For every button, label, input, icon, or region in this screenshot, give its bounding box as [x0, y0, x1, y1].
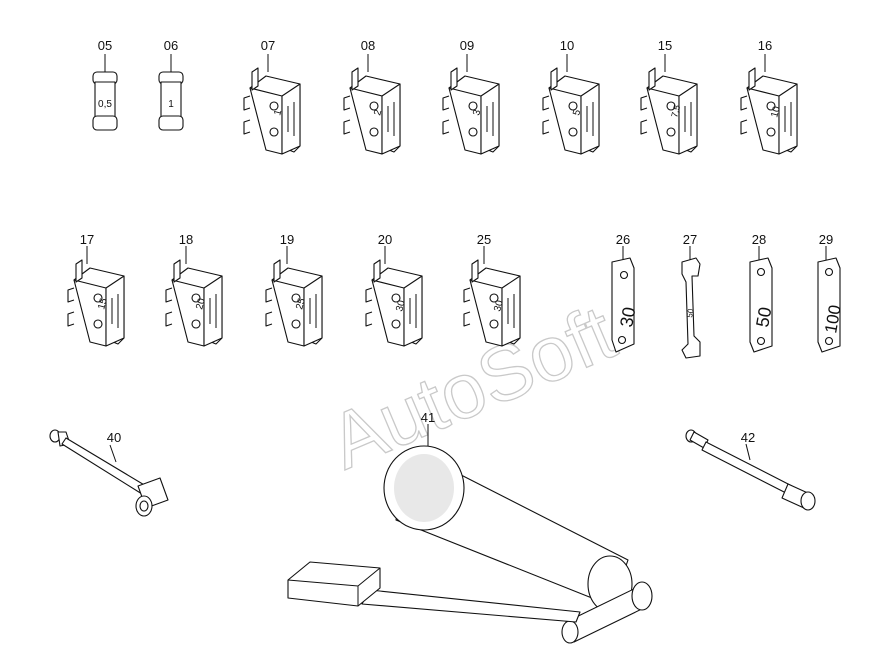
callout-16: 16 — [758, 38, 772, 53]
tool-pedal-edges — [287, 567, 381, 606]
lead-connector-hole — [139, 500, 149, 512]
lead-wire-40[interactable]: 40 — [49, 429, 169, 517]
strip-fuse-body — [817, 257, 841, 353]
mounting-hole — [617, 335, 627, 345]
blade-fuse-drawing — [165, 259, 223, 347]
callout-15: 15 — [658, 38, 672, 53]
mounting-hole — [824, 336, 834, 346]
blade-fuse-17[interactable]: 15 17 — [67, 232, 125, 347]
blade-fuse-16[interactable]: 10 16 — [740, 38, 798, 155]
blade-fuse-18[interactable]: 20 18 — [165, 232, 223, 347]
callout-27: 27 — [683, 232, 697, 247]
callout-06: 06 — [164, 38, 178, 53]
blade-fuse-19[interactable]: 25 19 — [265, 232, 323, 347]
tool-lever-arm — [361, 589, 581, 623]
callout-05: 05 — [98, 38, 112, 53]
fuse-rating-label: 7,5 — [669, 104, 682, 119]
fuse-cap-bottom — [92, 115, 118, 131]
fuse-rating-label: 20 — [194, 297, 208, 311]
strip-fuse-26[interactable]: 30 26 — [611, 232, 639, 353]
blade-fuse-drawing — [365, 259, 423, 347]
strip-fuse-28[interactable]: 50 28 — [749, 232, 775, 353]
strip-fuse-body — [681, 257, 701, 359]
callout-25: 25 — [477, 232, 491, 247]
watermark-text: AutoSoft — [317, 288, 627, 486]
lead-wire-shaft — [61, 437, 147, 495]
fuse-rating-label: 25 — [294, 297, 308, 311]
callout-07: 07 — [261, 38, 275, 53]
callout-29: 29 — [819, 232, 833, 247]
mounting-hole — [756, 267, 766, 277]
blade-fuse-drawing — [463, 259, 521, 347]
tool-roller-end — [561, 620, 579, 644]
fuse-rating-label: 10 — [769, 105, 783, 119]
glass-fuse-06[interactable]: 1 06 — [158, 38, 184, 131]
fuse-rating-label: 50 — [685, 307, 696, 318]
callout-26: 26 — [616, 232, 630, 247]
blade-fuse-07[interactable]: 1 07 — [243, 38, 301, 155]
lead-end — [800, 491, 816, 511]
callout-09: 09 — [460, 38, 474, 53]
fuse-cap-bottom — [158, 115, 184, 131]
fuse-rating-label: 15 — [96, 297, 110, 311]
tool-roller-cap — [631, 581, 653, 611]
blade-fuse-15[interactable]: 7,5 15 — [640, 38, 698, 155]
blade-fuse-08[interactable]: 2 08 — [343, 38, 401, 155]
blade-fuse-drawing — [640, 67, 698, 155]
mounting-hole — [824, 267, 834, 277]
blade-fuse-25[interactable]: 30 25 — [463, 232, 521, 347]
callout-41: 41 — [421, 410, 435, 425]
blade-fuse-drawing — [67, 259, 125, 347]
strip-fuse-29[interactable]: 100 29 — [817, 232, 845, 353]
blade-fuse-10[interactable]: 5 10 — [542, 38, 600, 155]
mounting-hole — [619, 270, 629, 280]
leader-line — [745, 443, 751, 461]
blade-fuse-drawing — [243, 67, 301, 155]
fuse-rating-label: 30 — [492, 299, 506, 313]
blade-fuse-drawing — [343, 67, 401, 155]
blade-fuse-drawing — [265, 259, 323, 347]
blade-fuse-20[interactable]: 30 20 — [365, 232, 423, 347]
fuse-rating-label: 30 — [616, 305, 639, 328]
leader-line — [109, 444, 117, 463]
mounting-hole — [756, 336, 766, 346]
fuse-rating-label: 100 — [821, 303, 845, 334]
tool-41[interactable]: 41 — [287, 410, 653, 644]
glass-fuse-05[interactable]: 0,5 05 — [92, 38, 118, 131]
blade-fuse-drawing — [542, 67, 600, 155]
callout-08: 08 — [361, 38, 375, 53]
strip-fuse-27[interactable]: 50 27 — [681, 232, 701, 359]
blade-fuse-drawing — [442, 67, 500, 155]
lead-wire-42[interactable]: 42 — [685, 429, 816, 511]
fuse-rating-label: 1 — [272, 108, 284, 117]
callout-19: 19 — [280, 232, 294, 247]
fuse-rating-label: 50 — [752, 305, 775, 328]
fuse-rating-label: 3 — [471, 108, 483, 117]
fuse-rating-label: 5 — [571, 108, 583, 117]
blade-fuse-09[interactable]: 3 09 — [442, 38, 500, 155]
callout-17: 17 — [80, 232, 94, 247]
strip-fuse-body — [749, 257, 773, 353]
callout-10: 10 — [560, 38, 574, 53]
callout-18: 18 — [179, 232, 193, 247]
fuse-rating-label: 30 — [394, 299, 408, 313]
fuse-rating-label: 2 — [372, 108, 384, 117]
callout-20: 20 — [378, 232, 392, 247]
fuse-rating-label: 0,5 — [98, 99, 112, 110]
callout-28: 28 — [752, 232, 766, 247]
blade-fuse-drawing — [740, 67, 798, 155]
tool-cylinder-face — [394, 454, 454, 522]
fuse-rating-label: 1 — [168, 99, 174, 110]
strip-fuse-body — [611, 257, 635, 353]
callout-40: 40 — [107, 430, 121, 445]
callout-42: 42 — [741, 430, 755, 445]
